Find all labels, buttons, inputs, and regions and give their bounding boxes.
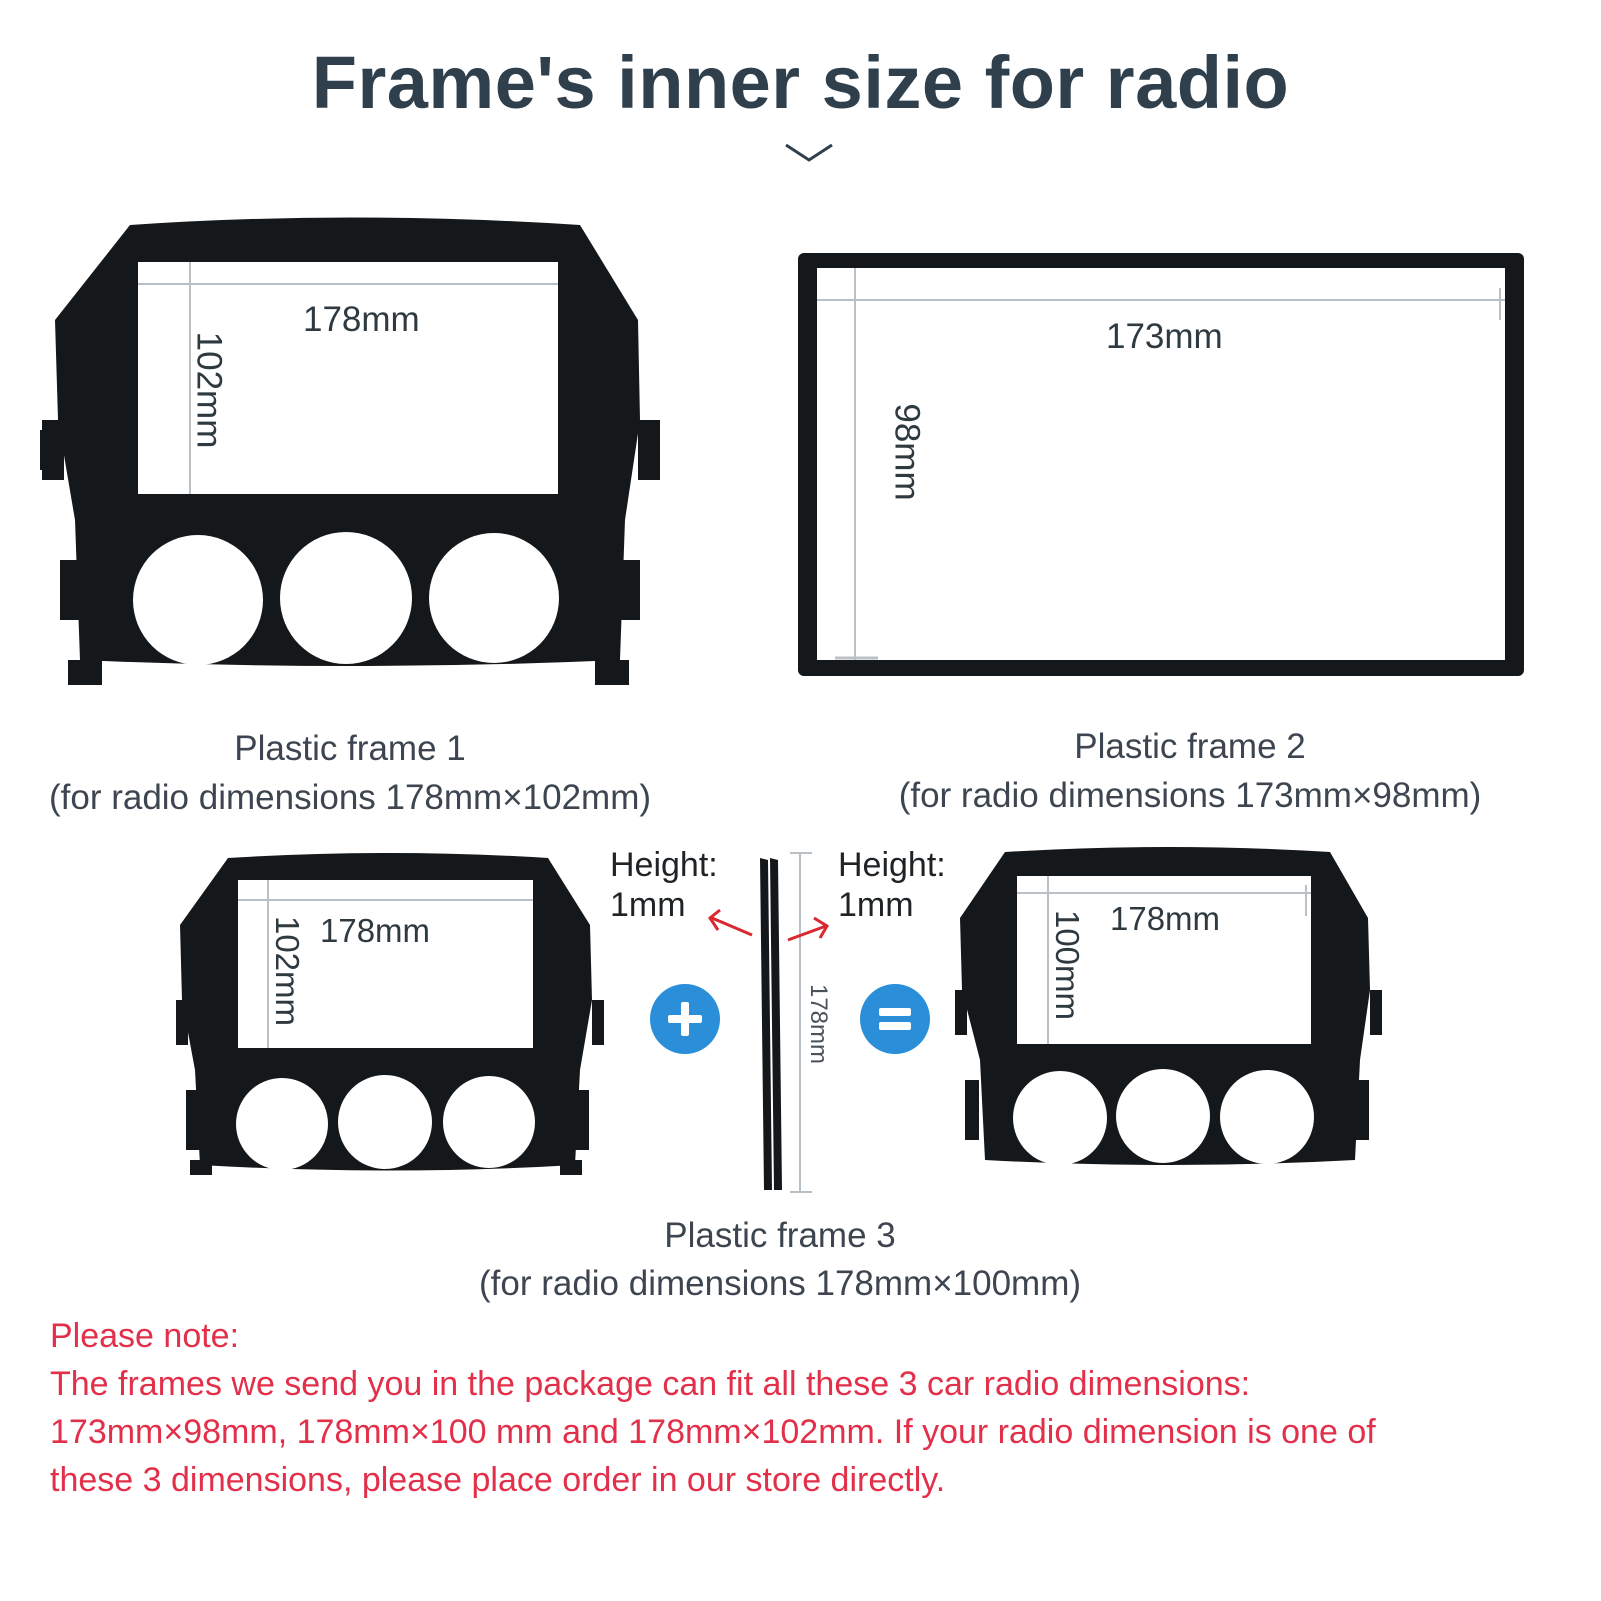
frame3-caption-dims: (for radio dimensions 178mm×100mm)	[478, 1264, 1082, 1303]
arrow-left-icon	[707, 908, 753, 937]
combo-left-height-label: 102mm	[269, 915, 307, 1027]
note-line-2: 173mm×98mm, 178mm×100 mm and 178mm×102mm…	[50, 1413, 1376, 1451]
frame2-width-label: 173mm	[1106, 317, 1223, 356]
spacer-left-height-label: Height:	[610, 846, 718, 884]
note-line-3: these 3 dimensions, please place order i…	[50, 1461, 946, 1499]
arrow-right-icon	[787, 916, 830, 942]
plastic-frame-1-image	[40, 217, 660, 685]
frame2-caption-name: Plastic frame 2	[1074, 727, 1306, 766]
spacer-strips-image	[707, 852, 830, 1193]
note-line-1: The frames we send you in the package ca…	[50, 1365, 1251, 1403]
note-heading: Please note:	[50, 1317, 240, 1355]
spacer-right-height-value: 1mm	[838, 886, 914, 924]
plus-icon	[650, 984, 720, 1054]
combo-frame-left-image	[176, 853, 604, 1175]
spacer-right-height-label: Height:	[838, 846, 946, 884]
frame1-caption-dims: (for radio dimensions 178mm×102mm)	[48, 778, 652, 817]
page-title: Frame's inner size for radio	[311, 41, 1290, 124]
frame3-caption-name: Plastic frame 3	[664, 1216, 896, 1255]
combo-right-height-label: 100mm	[1049, 909, 1087, 1021]
chevron-down-icon	[785, 143, 833, 162]
frame2-height-label: 98mm	[887, 403, 927, 501]
combo-right-width-label: 178mm	[1110, 900, 1221, 937]
combo-left-width-label: 178mm	[320, 912, 431, 949]
combo-frame-right-image	[955, 847, 1382, 1165]
frame1-caption-name: Plastic frame 1	[234, 729, 466, 768]
frame1-height-label: 102mm	[189, 331, 229, 449]
equals-icon	[860, 984, 930, 1054]
spacer-left-height-value: 1mm	[610, 886, 686, 924]
spacer-length-label: 178mm	[805, 983, 833, 1065]
frame1-width-label: 178mm	[303, 300, 420, 339]
plastic-frame-2-image	[798, 253, 1524, 676]
frame2-caption-dims: (for radio dimensions 173mm×98mm)	[898, 776, 1482, 815]
